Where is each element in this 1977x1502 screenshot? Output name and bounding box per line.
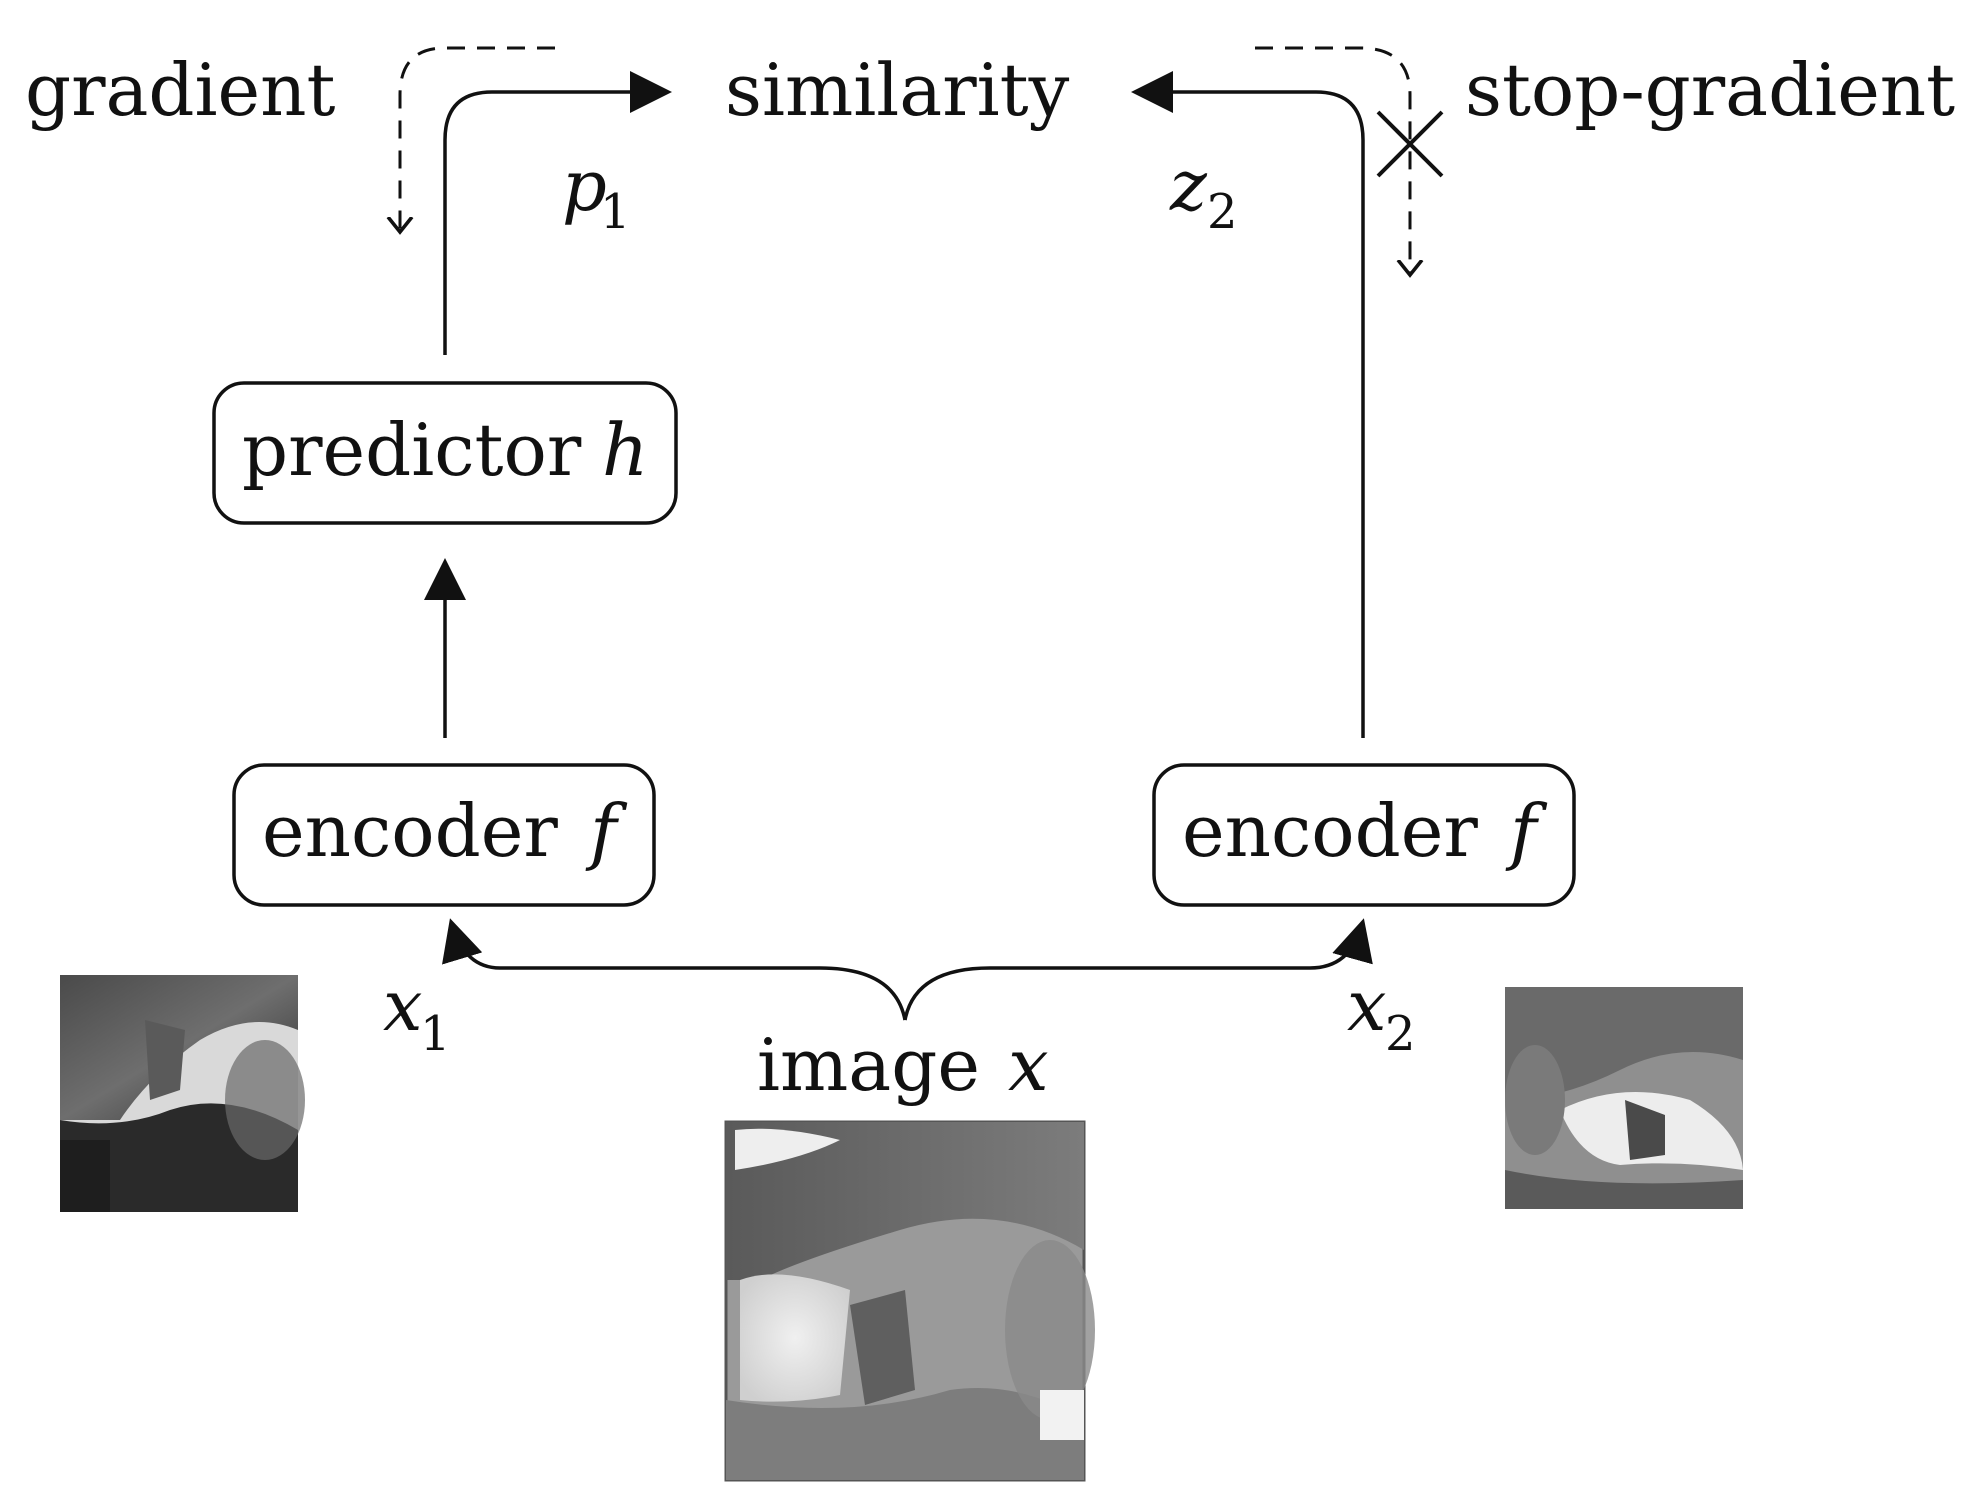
stop-gradient-cross-icon bbox=[1376, 110, 1444, 178]
z2-label: z 2 bbox=[1169, 145, 1238, 240]
z2-arrow bbox=[1131, 71, 1365, 738]
x2-image-thumbnail bbox=[1505, 987, 1743, 1209]
svg-text:image: image bbox=[757, 1023, 980, 1107]
svg-text:2: 2 bbox=[1207, 184, 1238, 240]
svg-text:1: 1 bbox=[420, 1006, 451, 1062]
svg-text:x: x bbox=[383, 965, 422, 1047]
x1-label: x 1 bbox=[383, 965, 451, 1062]
encoder-right-box: encoder f bbox=[1152, 763, 1576, 907]
p1-arrow bbox=[443, 71, 672, 355]
similarity-label: similarity bbox=[725, 48, 1070, 132]
encoder-left-box: encoder f bbox=[232, 763, 656, 907]
svg-text:2: 2 bbox=[1385, 1006, 1416, 1062]
image-label: image x bbox=[757, 1023, 1049, 1107]
p1-label: p 1 bbox=[562, 145, 631, 240]
svg-text:encoder: encoder bbox=[1182, 789, 1478, 873]
svg-text:x: x bbox=[1008, 1023, 1049, 1107]
svg-text:x: x bbox=[1347, 965, 1386, 1047]
svg-text:encoder: encoder bbox=[262, 789, 558, 873]
x2-brace-arrow bbox=[903, 918, 1373, 1021]
svg-text:predictor: predictor bbox=[242, 408, 582, 492]
stop-gradient-dashed-arrow bbox=[1255, 46, 1410, 275]
original-image-thumbnail bbox=[724, 1120, 1095, 1482]
gradient-label: gradient bbox=[25, 48, 336, 132]
svg-text:z: z bbox=[1169, 145, 1208, 227]
stop-gradient-label: stop-gradient bbox=[1465, 48, 1955, 132]
x2-label: x 2 bbox=[1347, 965, 1416, 1062]
gradient-dashed-arrow bbox=[400, 46, 555, 232]
svg-text:h: h bbox=[602, 408, 648, 492]
x1-brace-arrow bbox=[442, 918, 907, 1021]
svg-text:p: p bbox=[562, 145, 607, 227]
x1-image-thumbnail bbox=[60, 975, 305, 1212]
svg-text:1: 1 bbox=[600, 184, 631, 240]
predictor-box: predictor h bbox=[212, 381, 678, 525]
